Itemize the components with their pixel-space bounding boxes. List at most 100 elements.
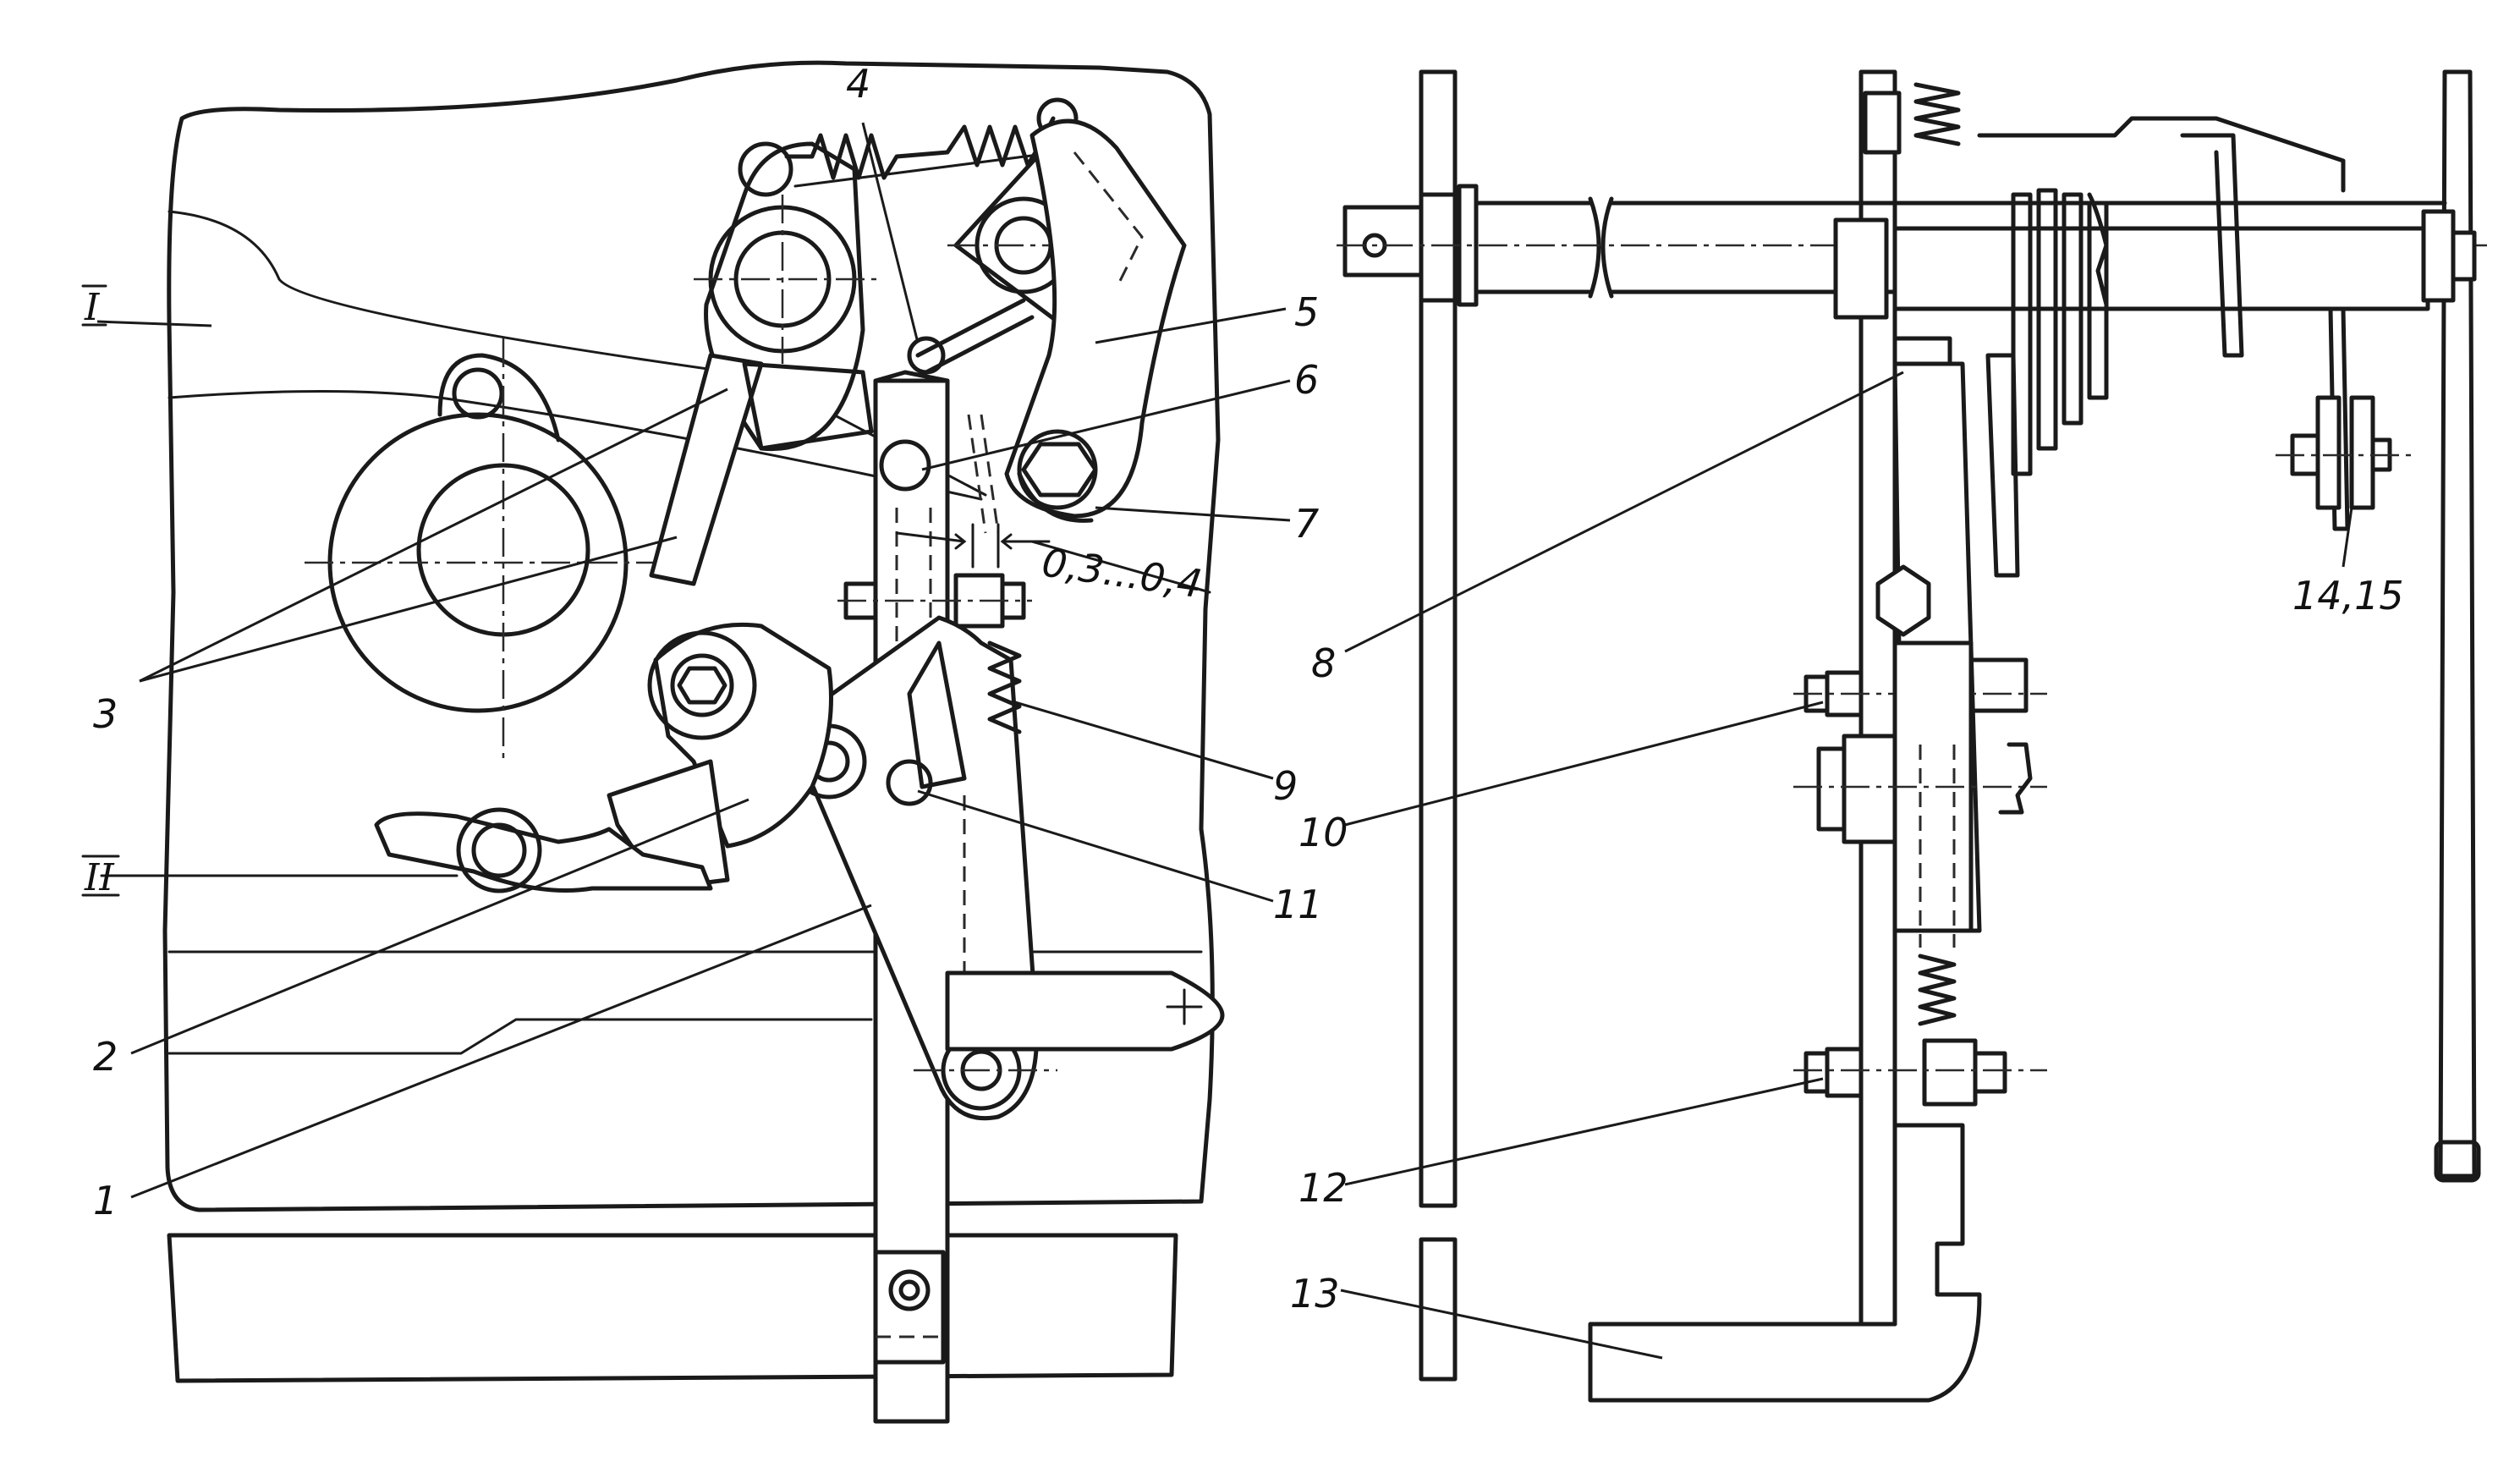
bolt-12-head	[1825, 1047, 1864, 1098]
lever-2-bore	[670, 653, 734, 717]
label-2: 2	[93, 1034, 118, 1080]
hook-arm	[2180, 133, 2244, 358]
body-outline	[162, 60, 1221, 1212]
leader-3b	[139, 536, 678, 683]
right-rod-end	[2434, 1140, 2481, 1183]
handle-II-hub	[456, 807, 542, 893]
right-rod	[2438, 69, 2477, 1179]
label-roman-II: II	[84, 856, 115, 899]
leader-6	[921, 379, 1291, 471]
pivot-block	[1842, 734, 1897, 844]
slot-line	[167, 1018, 873, 1055]
side-spring-cap	[1863, 91, 1902, 155]
link-4	[915, 298, 1035, 375]
dim-ext	[971, 523, 1000, 569]
shaft-body	[1474, 201, 1593, 294]
bracket-10-lip	[1968, 657, 2029, 713]
label-3: 3	[93, 691, 118, 737]
nut-15	[2349, 395, 2375, 510]
shaft-washer	[1457, 184, 1479, 307]
leader-5	[1095, 307, 1287, 344]
leader-7	[1095, 506, 1291, 522]
leader-10	[1344, 701, 1824, 827]
upper-pin	[738, 141, 793, 197]
leader-4	[861, 122, 920, 344]
lever-2	[653, 622, 833, 849]
spring-link	[793, 151, 1059, 188]
lever-1-slot	[907, 640, 967, 789]
hex-nut-5	[1021, 442, 1098, 497]
spring-9	[987, 640, 1022, 734]
pivot-block-inner	[1816, 746, 1847, 832]
lever-2-nut	[677, 666, 727, 705]
dim-arrow-right	[1000, 533, 1051, 550]
shaft-collar	[1419, 192, 1458, 303]
dim-arrow-left	[895, 531, 967, 550]
link-4-pin	[907, 336, 946, 375]
plate-stack-4	[2087, 201, 2109, 400]
foot-13	[1588, 1123, 1982, 1403]
label-12: 12	[1298, 1165, 1348, 1211]
bar-clamp-bolt-inner	[898, 1279, 920, 1301]
label-14-15: 14,15	[2292, 573, 2404, 618]
cam-lug	[437, 353, 561, 442]
bar-clamp-bolt	[888, 1269, 931, 1311]
pawl-arm	[2087, 192, 2109, 307]
hub-tab	[742, 361, 874, 451]
front-view: 0,3...0,4	[100, 60, 1225, 1424]
pin-11	[886, 759, 933, 806]
gap-insert	[967, 414, 1000, 534]
leader-13	[1340, 1289, 1663, 1360]
frame-plate-left-low	[1419, 1237, 1458, 1382]
bolt-12-cap	[1973, 1051, 2007, 1094]
leader-11	[917, 789, 1274, 903]
nut-14	[2315, 395, 2342, 510]
slider-cap	[873, 370, 950, 383]
gap-dimension-label: 0,3...0,4	[1039, 539, 1205, 607]
dim-leader	[1030, 540, 1211, 594]
arm-plate	[1985, 353, 2020, 578]
pawl-tooth	[1998, 742, 2033, 815]
leader-14	[2342, 507, 2353, 568]
lever-arm	[649, 353, 764, 586]
label-5: 5	[1294, 289, 1319, 335]
shaft-break	[1588, 196, 1614, 299]
label-9: 9	[1273, 763, 1298, 809]
shaft-right-nut	[2421, 209, 2456, 303]
leader-9	[1014, 701, 1274, 780]
plate-stack-3	[2062, 192, 2084, 426]
pivot-hidden	[1919, 745, 1956, 948]
top-bracket	[1977, 116, 2346, 193]
ref-line	[167, 390, 983, 501]
leader-3a	[139, 387, 728, 683]
label-4: 4	[846, 61, 870, 107]
central-hub	[1833, 217, 1889, 320]
pin-6	[879, 439, 931, 492]
side-view	[1337, 69, 2487, 1403]
central-sleeve	[1892, 226, 2430, 311]
spring-upper	[784, 116, 1056, 180]
leader-8	[1344, 371, 1904, 653]
handle-II-bore	[471, 822, 527, 878]
leader-2	[130, 798, 749, 1055]
side-spring-lower	[1918, 954, 1957, 1026]
bolt-12-block	[1922, 1038, 1978, 1107]
guide-slot-mark	[1166, 988, 1203, 1025]
label-11: 11	[1273, 882, 1323, 927]
callout-labels: 1 2 3 4 5 6 7 8 9 10 11 12 13 14,15 I II	[81, 61, 2404, 1316]
roman-I-overline	[81, 284, 107, 327]
shaft-right-cap	[2451, 230, 2477, 282]
label-1: 1	[93, 1178, 118, 1223]
bolt-12-nut	[1804, 1051, 1830, 1094]
label-8: 8	[1311, 640, 1336, 686]
leader-1	[130, 904, 872, 1199]
label-13: 13	[1290, 1271, 1340, 1316]
plate-hex-nut	[1875, 564, 1931, 637]
plate-stack-2	[2036, 188, 2058, 451]
side-spring-coil	[1913, 82, 1961, 146]
roman-II-overline	[81, 855, 120, 897]
ref-line-I	[167, 210, 987, 497]
label-7: 7	[1294, 501, 1319, 547]
bed-outline	[167, 1233, 1178, 1383]
